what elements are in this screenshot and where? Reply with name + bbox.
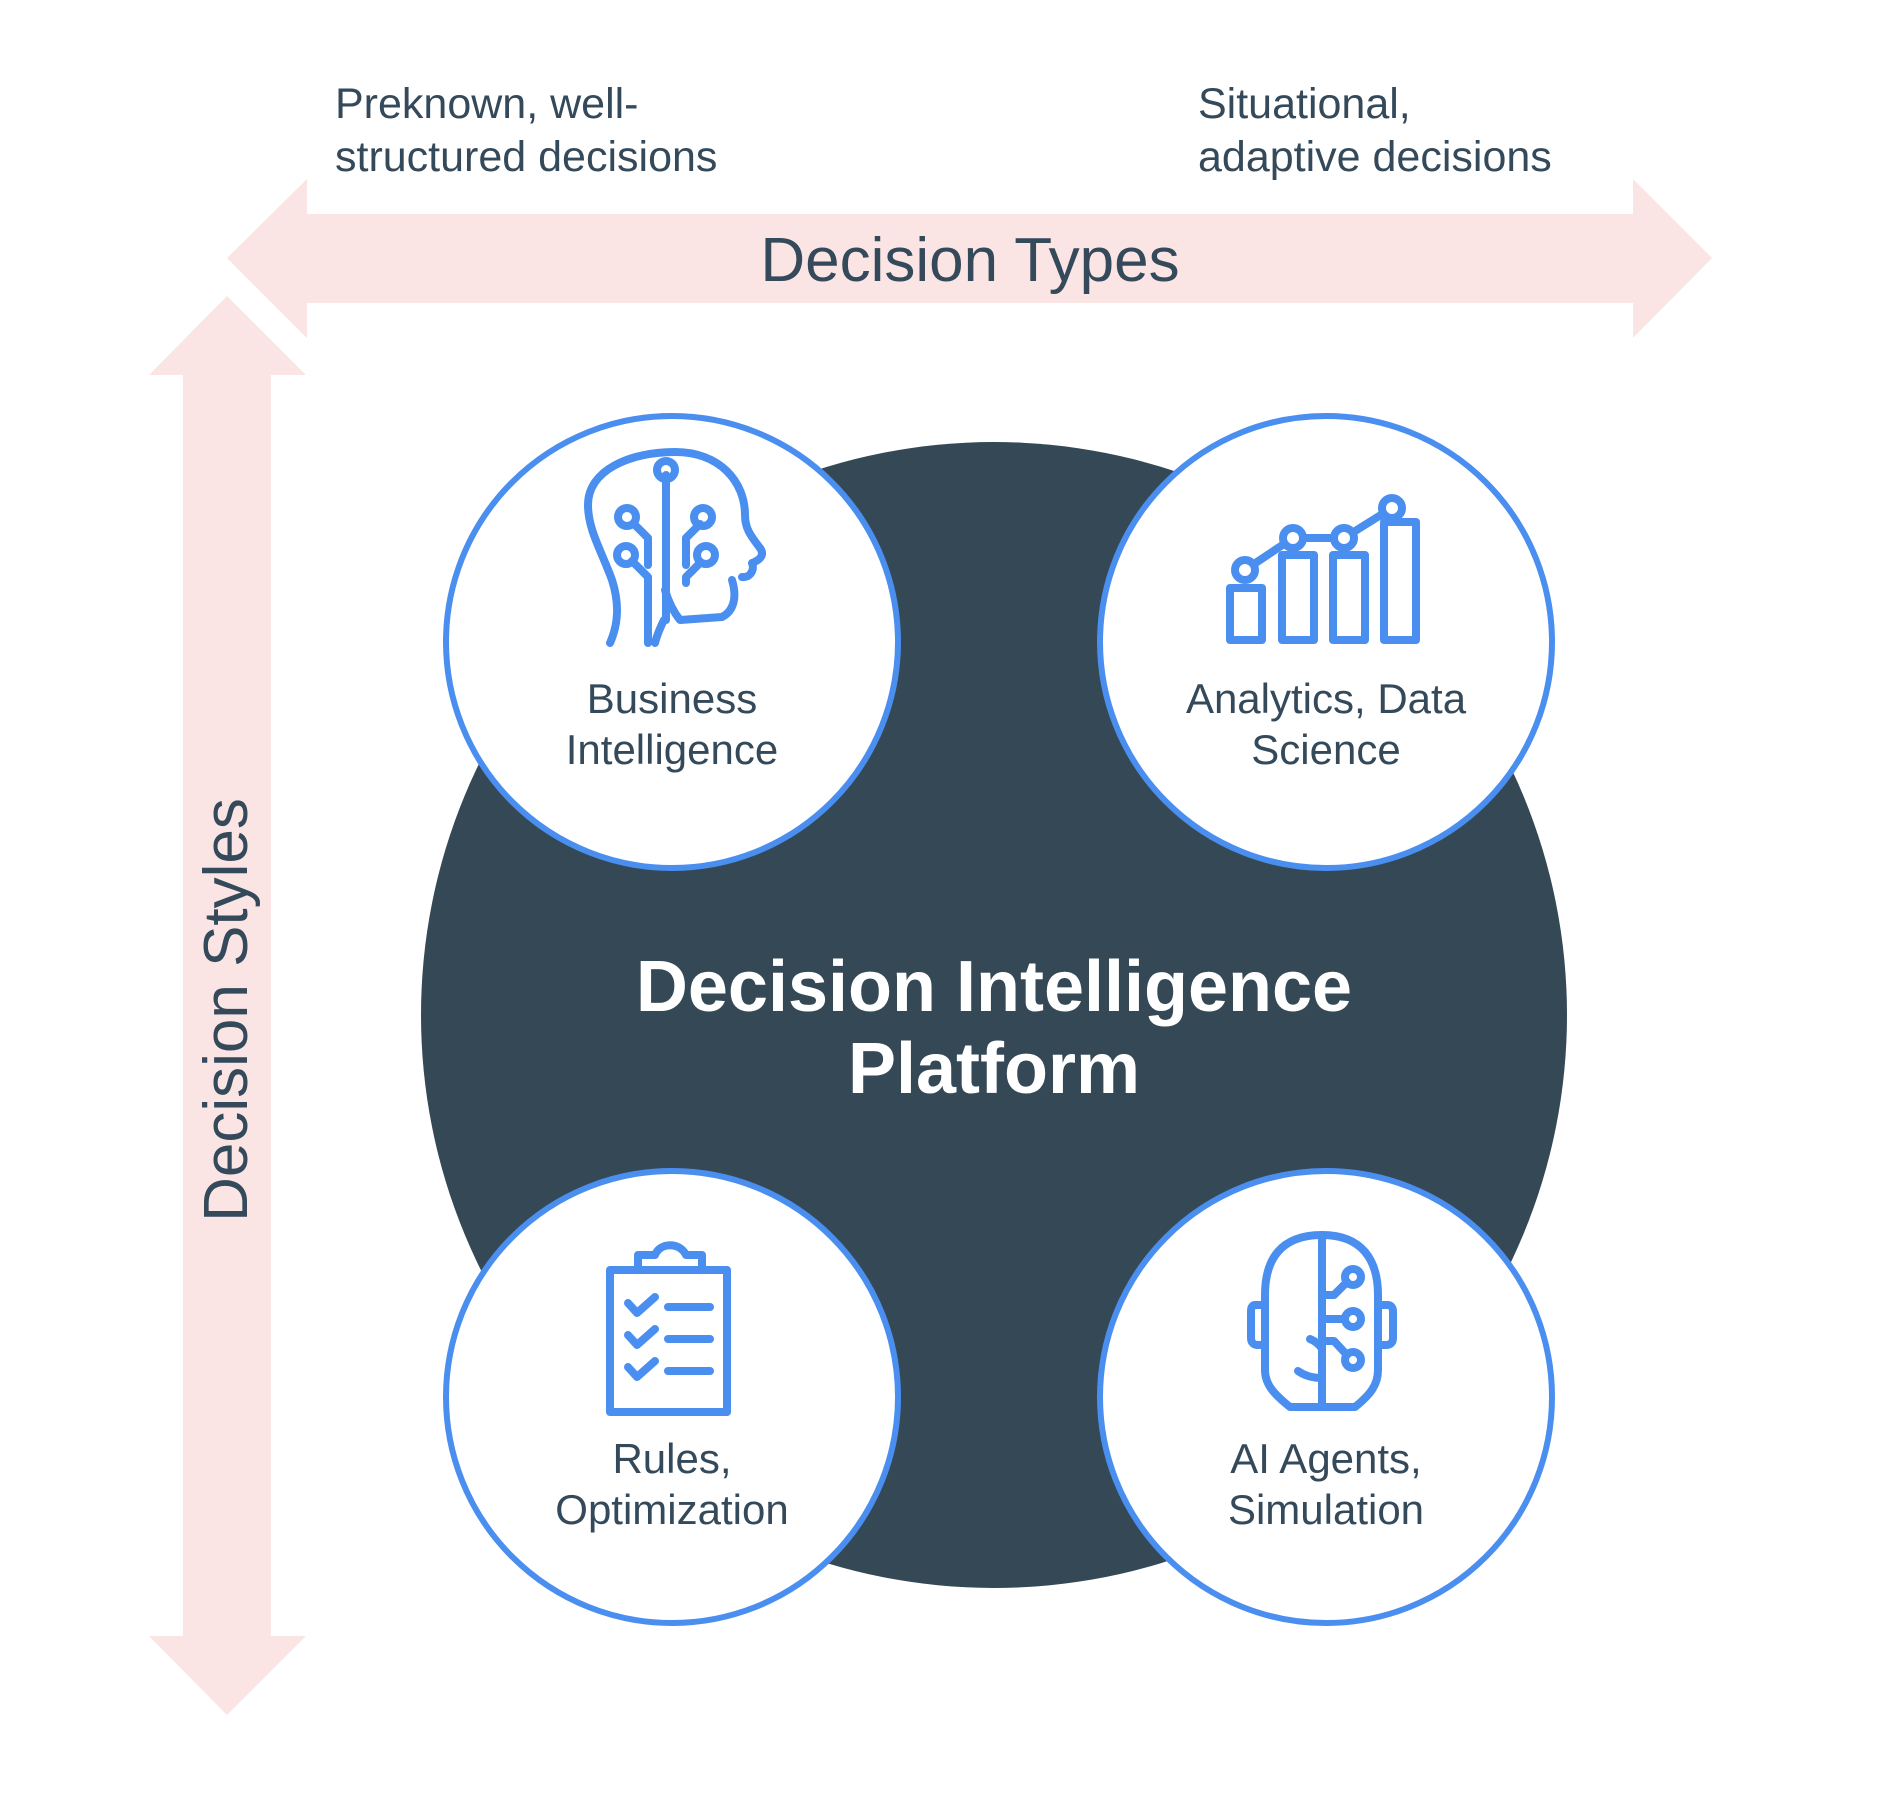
left-end-label: Preknown, well- structured decisions (335, 80, 718, 181)
robot-head-icon (1247, 1231, 1397, 1411)
node-circle-analytics (1097, 413, 1555, 871)
right-end-label: Situational, adaptive decisions (1198, 80, 1552, 181)
decision-styles-arrow (149, 296, 306, 1715)
decision-styles-label: Decision Styles (192, 798, 261, 1222)
node-label-analytics: Analytics, Data Science (1185, 675, 1467, 773)
node-label-rules: Rules, Optimization (555, 1435, 789, 1533)
node-circle-rules (443, 1168, 901, 1626)
clipboard-checklist-icon (606, 1241, 731, 1416)
node-circle-business-intelligence (443, 413, 901, 871)
bar-chart-trend-icon (1226, 494, 1420, 644)
node-label-ai-agents: AI Agents, Simulation (1227, 1435, 1425, 1533)
decision-types-arrow (227, 179, 1712, 338)
ai-head-circuit-icon (584, 448, 766, 647)
node-label-business-intelligence: Business Intelligence (565, 675, 779, 773)
hub-title: Decision Intelligence Platform (635, 947, 1353, 1109)
decision-types-label: Decision Types (760, 226, 1180, 295)
